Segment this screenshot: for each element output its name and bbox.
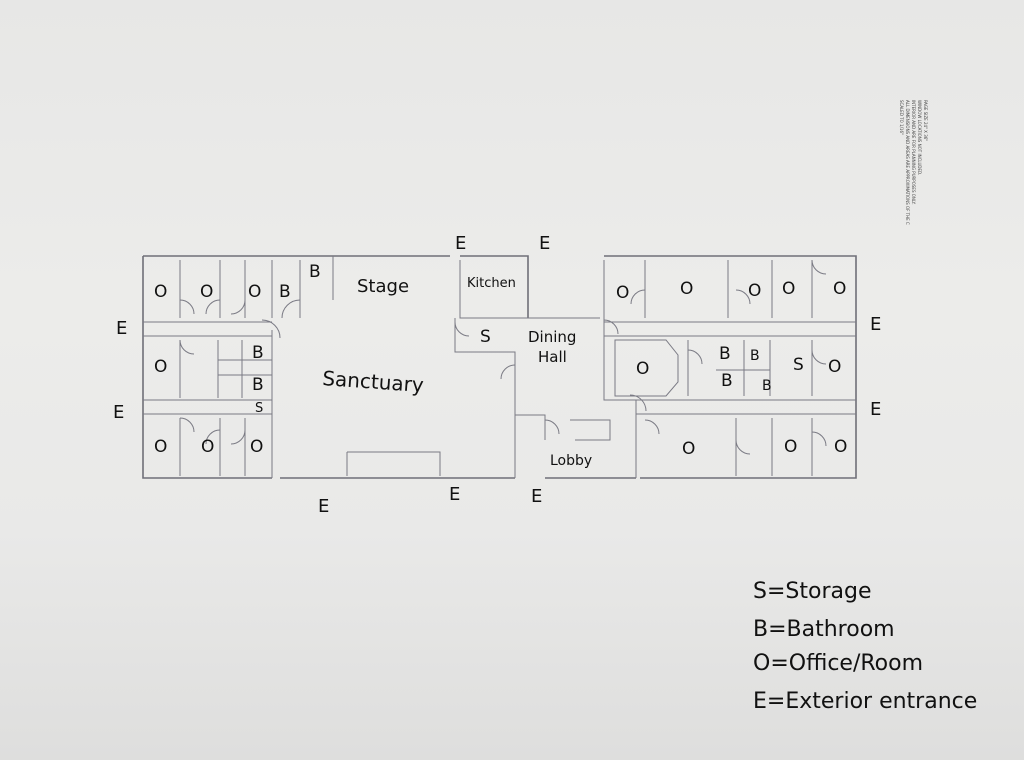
octagon-room [614, 339, 679, 397]
entrance-marker: E [870, 399, 881, 420]
office-code: O [748, 281, 761, 301]
legend-office: O=Office/Room [753, 651, 923, 676]
storage-code: S [255, 401, 263, 416]
building-walls [142, 255, 857, 479]
office-code: O [834, 437, 847, 457]
bathroom-code: B [719, 344, 731, 364]
room-codes: O O O B B O B B S O O O S O O O O O O B … [154, 262, 847, 459]
storage-code: S [480, 327, 491, 347]
office-code: O [616, 283, 629, 303]
entrance-marker: E [870, 314, 881, 335]
office-code: O [154, 357, 167, 377]
entrance-marker: E [113, 402, 124, 423]
stage-label: Stage [357, 276, 409, 297]
note-line-5: PAGE SIZE 24" X 36" [923, 100, 928, 141]
office-code: O [682, 439, 695, 459]
entrance-marker: E [318, 496, 329, 517]
entrance-marker: E [455, 233, 466, 254]
kitchen-north [460, 255, 529, 318]
office-code: O [154, 437, 167, 457]
west-wall [142, 256, 272, 479]
office-code: O [828, 357, 841, 377]
office-code: O [248, 282, 261, 302]
hall-label: Hall [538, 348, 567, 366]
lobby-label: Lobby [550, 453, 592, 469]
entrance-marker: E [531, 486, 542, 507]
office-code: O [784, 437, 797, 457]
office-code: O [680, 279, 693, 299]
area-labels: Stage Sanctuary Kitchen Dining Hall Lobb… [322, 276, 593, 469]
office-code: O [833, 279, 846, 299]
note-line-2: ALL DIMENSIONS AND AREAS ARE APPROXIMATI… [905, 100, 910, 225]
legend-entrance: E=Exterior entrance [753, 689, 977, 714]
entrance-markers: E E E E E E E E E [113, 233, 881, 517]
office-code: O [636, 359, 649, 379]
legend-bathroom: B=Bathroom [753, 617, 895, 642]
office-code: O [782, 279, 795, 299]
dining-label: Dining [528, 328, 576, 346]
storage-code: S [793, 355, 804, 375]
note-line-1: SCALED TO 1/16" [899, 100, 904, 135]
office-code: O [200, 282, 213, 302]
east-block-outline [604, 255, 857, 479]
printed-notes: SCALED TO 1/16" ALL DIMENSIONS AND AREAS… [899, 100, 928, 225]
entrance-marker: E [116, 318, 127, 339]
bathroom-code: B [750, 348, 760, 364]
sanctuary-label: Sanctuary [322, 366, 425, 397]
kitchen-label: Kitchen [467, 276, 516, 291]
bathroom-code: B [252, 375, 264, 395]
legend-storage: S=Storage [753, 579, 871, 604]
entrance-marker: E [449, 484, 460, 505]
bathroom-code: B [279, 282, 291, 302]
office-code: O [154, 282, 167, 302]
office-code: O [201, 437, 214, 457]
office-code: O [250, 437, 263, 457]
door-swings [179, 259, 827, 455]
bathroom-code: B [762, 378, 772, 394]
legend: S=Storage B=Bathroom O=Office/Room E=Ext… [753, 579, 977, 714]
entrance-marker: E [539, 233, 550, 254]
note-line-3: INTERIOR AND ARE FOR PLANNING PURPOSES O… [911, 100, 916, 205]
bathroom-code: B [721, 371, 733, 391]
bathroom-code: B [309, 262, 321, 282]
bathroom-code: B [252, 343, 264, 363]
note-line-4: WINDOW LOCATIONS NOT INCLUDED. [917, 100, 922, 175]
